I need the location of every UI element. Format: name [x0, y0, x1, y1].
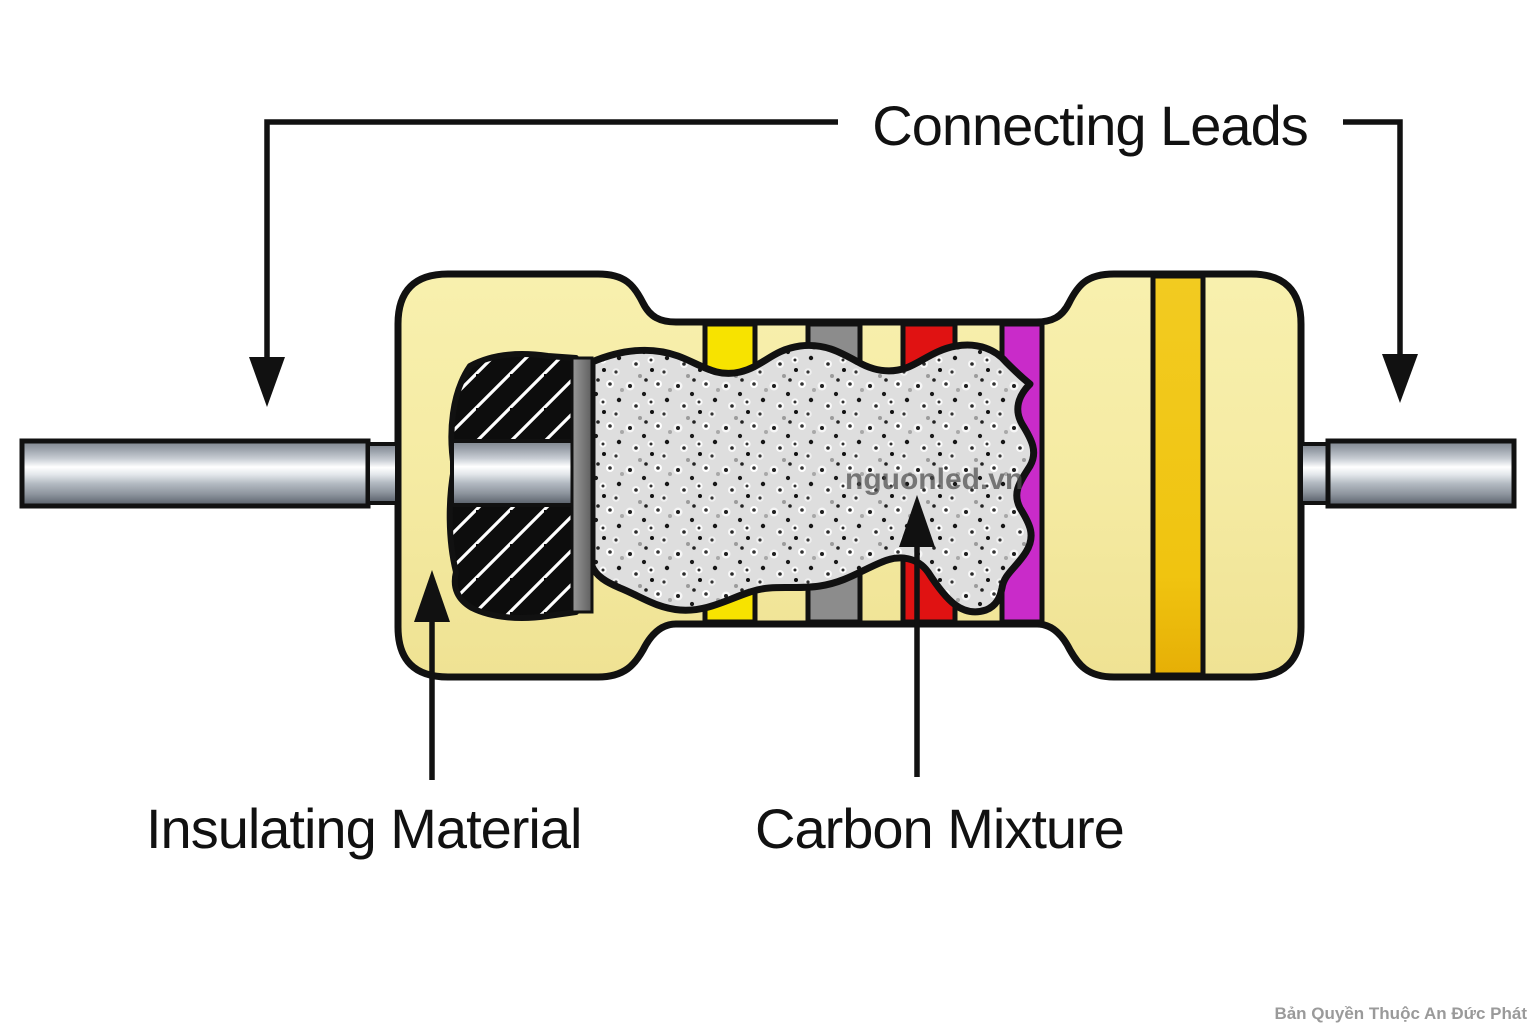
label-insulating-material: Insulating Material — [146, 797, 581, 860]
arrowhead-carbon-mixture — [899, 495, 935, 547]
arrowhead-left-lead — [249, 357, 285, 407]
watermark-text: nguonled.vn — [845, 463, 1023, 496]
color-band-gold — [1150, 273, 1206, 678]
contact-plate — [570, 356, 594, 614]
left-lead-rod — [19, 438, 371, 509]
arrowhead-insulating-material — [414, 570, 450, 622]
label-connecting-leads: Connecting Leads — [872, 94, 1307, 157]
lead-embedded-segment — [450, 439, 578, 507]
arrowhead-right-lead — [1382, 354, 1418, 403]
left-lead-collar — [366, 442, 399, 505]
label-carbon-mixture: Carbon Mixture — [755, 797, 1124, 860]
copyright-text: Bản Quyền Thuộc An Đức Phát — [1274, 1004, 1527, 1023]
right-lead-rod — [1325, 438, 1517, 509]
right-lead-collar — [1299, 442, 1330, 505]
connecting-leads-pointer-left — [264, 119, 838, 362]
connecting-leads-pointer-right — [1343, 119, 1403, 358]
